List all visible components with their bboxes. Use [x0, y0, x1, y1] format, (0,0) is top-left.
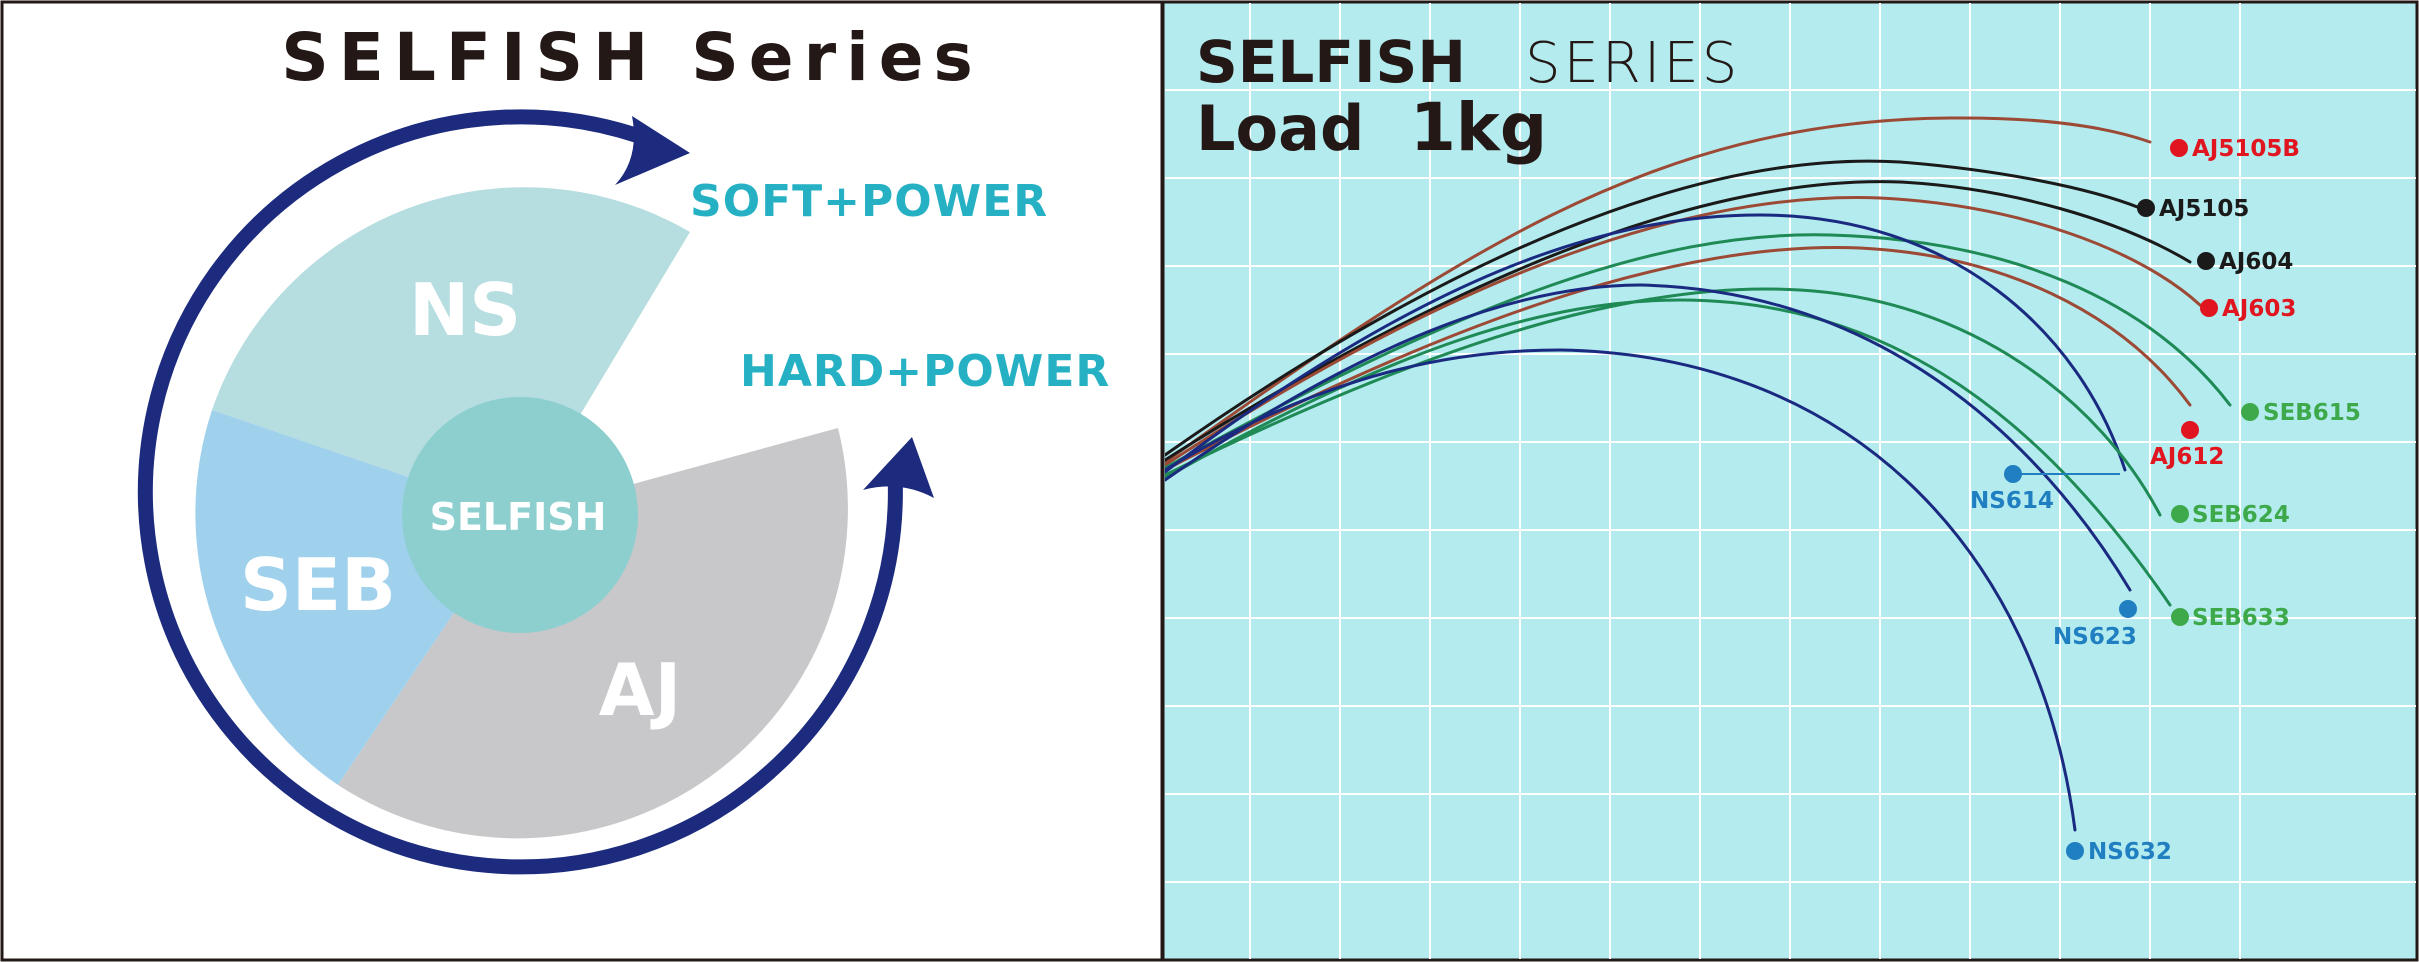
curve-aj5105b: [1165, 116, 2152, 464]
aj5105-dot: [2137, 199, 2155, 217]
curve-seb615: [1165, 233, 2232, 470]
aj5105b-dot: [2170, 139, 2188, 157]
curve-aj612: [1165, 245, 2192, 472]
seb615-label: SEB615: [2263, 400, 2361, 426]
aj5105b-label: AJ5105B: [2192, 136, 2300, 162]
cycle-arrow-ring: [137, 109, 903, 875]
curve-aj604: [1165, 180, 2192, 462]
seb633-dot: [2171, 608, 2189, 626]
seb624-dot: [2171, 505, 2189, 523]
soft-arrow-icon: [615, 116, 690, 185]
curve-aj5105: [1165, 159, 2142, 457]
rod-legend: AJ5105B AJ5105 AJ604 AJ603 SEB615 AJ612 …: [1970, 136, 2361, 865]
aj604-label: AJ604: [2219, 249, 2293, 275]
curve-ns632: [1165, 348, 2077, 832]
left-panel: SELFISH Series NS SEB AJ SELFISH SOFT+PO…: [0, 0, 1164, 962]
chart-title: SELFISH SERIES Load 1kg: [1196, 28, 1740, 166]
seb615-dot: [2241, 403, 2259, 421]
rod-curves: [1165, 116, 2232, 832]
selfish-center-label: SELFISH: [430, 495, 607, 539]
curve-ns623: [1165, 283, 2132, 592]
selfish-center-circle: [402, 397, 638, 633]
aj5105-label: AJ5105: [2159, 196, 2249, 222]
curve-aj603: [1165, 196, 2202, 467]
ns614-dot: [2004, 465, 2022, 483]
load-value: 1kg: [1410, 89, 1547, 166]
aj604-dot: [2197, 252, 2215, 270]
aj-label: AJ: [599, 648, 682, 732]
curve-ns614: [1165, 213, 2127, 474]
aj603-label: AJ603: [2222, 296, 2296, 322]
curve-seb633: [1165, 298, 2172, 607]
right-panel: SELFISH SERIES Load 1kg AJ5105B AJ5105: [1161, 0, 2419, 962]
ns-segment: [212, 187, 690, 515]
aj-segment: [338, 428, 848, 839]
ns-label: NS: [409, 268, 521, 352]
title-bold: SELFISH: [1196, 28, 1466, 96]
hard-power-label: HARD+POWER: [740, 346, 1110, 397]
curve-seb624: [1165, 287, 2162, 517]
ns632-dot: [2066, 842, 2084, 860]
seb624-label: SEB624: [2192, 502, 2290, 528]
ns632-label: NS632: [2088, 839, 2172, 865]
aj612-label: AJ612: [2150, 444, 2224, 470]
ns623-label: NS623: [2053, 624, 2137, 650]
seb633-label: SEB633: [2192, 605, 2290, 631]
aj612-dot: [2181, 421, 2199, 439]
aj603-dot: [2200, 299, 2218, 317]
ns623-dot: [2119, 600, 2137, 618]
soft-power-label: SOFT+POWER: [690, 176, 1048, 227]
title-light: SERIES: [1525, 31, 1740, 96]
seb-label: SEB: [240, 543, 396, 627]
ns614-label: NS614: [1970, 488, 2054, 514]
hard-arrow-icon: [863, 437, 934, 498]
load-prefix: Load: [1196, 92, 1364, 165]
left-title: SELFISH Series: [281, 19, 983, 96]
